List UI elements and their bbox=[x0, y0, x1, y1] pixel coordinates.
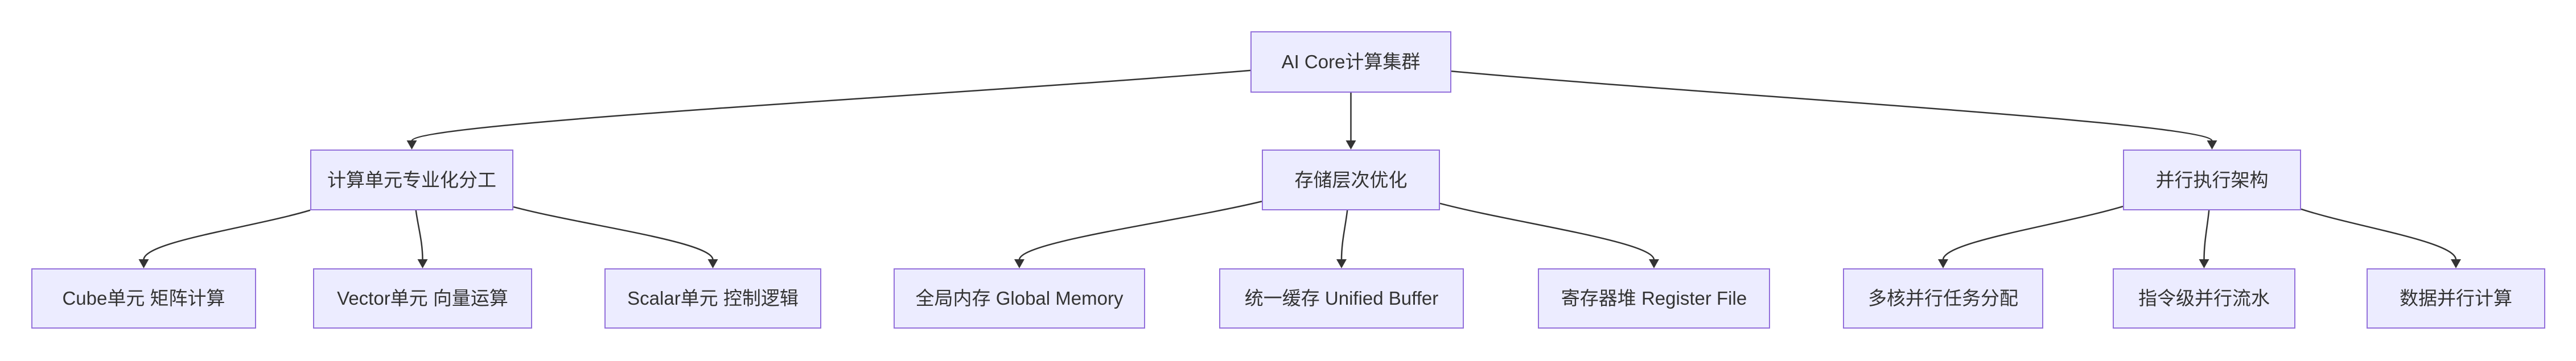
arrowhead-icon bbox=[2199, 259, 2209, 268]
node-unified-buffer: 统一缓存 Unified Buffer bbox=[1219, 268, 1464, 329]
node-label: 存储层次优化 bbox=[1294, 169, 1408, 190]
node-ai-core-cluster: AI Core计算集群 bbox=[1250, 31, 1451, 93]
node-label: 全局内存 Global Memory bbox=[915, 288, 1124, 309]
node-global-memory: 全局内存 Global Memory bbox=[894, 268, 1145, 329]
arrowhead-icon bbox=[1938, 259, 1948, 268]
node-label: AI Core计算集群 bbox=[1281, 51, 1421, 73]
edge-memory-to-gm bbox=[1018, 201, 1262, 260]
edge-memory-to-ub bbox=[1340, 210, 1348, 260]
arrowhead-icon bbox=[138, 259, 149, 268]
edge-memory-to-rf bbox=[1439, 202, 1655, 260]
arrowhead-icon bbox=[406, 140, 417, 150]
edge-compute-to-cube bbox=[143, 209, 311, 260]
node-scalar-unit: Scalar单元 控制逻辑 bbox=[604, 268, 821, 329]
arrowhead-icon bbox=[1014, 259, 1024, 268]
node-multicore-task-allocation: 多核并行任务分配 bbox=[1843, 268, 2043, 329]
node-label: 统一缓存 Unified Buffer bbox=[1244, 288, 1439, 309]
arrowhead-icon bbox=[1345, 140, 1356, 150]
node-label: 寄存器堆 Register File bbox=[1561, 288, 1747, 309]
node-label: 多核并行任务分配 bbox=[1868, 288, 2018, 309]
node-register-file: 寄存器堆 Register File bbox=[1538, 268, 1770, 329]
node-memory-hierarchy-optimization: 存储层次优化 bbox=[1262, 150, 1440, 210]
node-label: 计算单元专业化分工 bbox=[327, 169, 496, 190]
node-label: 数据并行计算 bbox=[2400, 288, 2512, 309]
node-label: Cube单元 矩阵计算 bbox=[62, 288, 225, 309]
node-data-parallel-compute: 数据并行计算 bbox=[2367, 268, 2545, 329]
edge-root-to-parallel bbox=[1451, 70, 2213, 142]
arrowhead-icon bbox=[1649, 259, 1659, 268]
edge-compute-to-scalar bbox=[513, 206, 714, 260]
arrowhead-icon bbox=[417, 259, 428, 268]
node-label: 并行执行架构 bbox=[2155, 169, 2269, 190]
edge-parallel-to-multicore bbox=[1942, 205, 2124, 260]
arrowhead-icon bbox=[2207, 140, 2217, 150]
edge-parallel-to-ilp bbox=[2203, 210, 2210, 260]
edge-root-to-compute bbox=[411, 69, 1251, 142]
node-label: Vector单元 向量运算 bbox=[337, 288, 508, 309]
node-label: Scalar单元 控制逻辑 bbox=[627, 288, 799, 309]
edge-compute-to-vector bbox=[415, 210, 423, 260]
node-instruction-level-pipeline: 指令级并行流水 bbox=[2113, 268, 2295, 329]
node-cube-unit-matrix: Cube单元 矩阵计算 bbox=[31, 268, 256, 329]
edge-parallel-to-dp bbox=[2301, 208, 2457, 260]
node-vector-unit: Vector单元 向量运算 bbox=[313, 268, 532, 329]
arrowhead-icon bbox=[2451, 259, 2461, 268]
node-label: 指令级并行流水 bbox=[2138, 288, 2270, 309]
arrowhead-icon bbox=[1336, 259, 1347, 268]
node-compute-unit-specialization: 计算单元专业化分工 bbox=[310, 150, 513, 210]
arrowhead-icon bbox=[707, 259, 718, 268]
node-parallel-execution-architecture: 并行执行架构 bbox=[2123, 150, 2301, 210]
